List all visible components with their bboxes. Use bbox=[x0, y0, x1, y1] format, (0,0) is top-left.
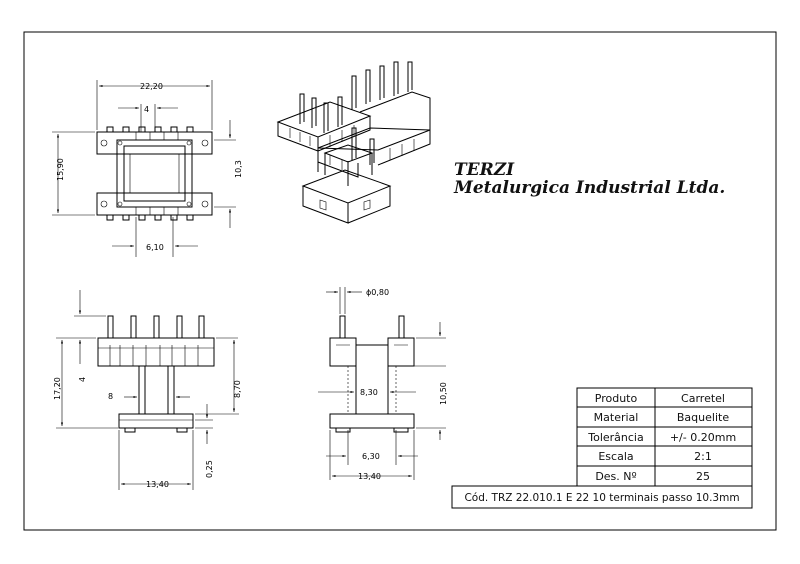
tb-label-material: Material bbox=[594, 411, 639, 424]
tb-value-escala: 2:1 bbox=[694, 450, 712, 463]
tb-value-produto: Carretel bbox=[681, 392, 725, 405]
tb-code: Cód. TRZ 22.010.1 E 22 10 terminais pass… bbox=[464, 492, 739, 504]
dim-top-inner-width: 6,10 bbox=[146, 243, 164, 252]
side-view bbox=[318, 287, 446, 480]
dim-side-height: 10,50 bbox=[439, 382, 448, 405]
title-block bbox=[451, 387, 753, 509]
dim-front-base: 13,40 bbox=[146, 480, 169, 489]
tb-label-tolerancia: Tolerância bbox=[587, 431, 643, 444]
dim-pin-diameter: ϕ0,80 bbox=[366, 288, 389, 297]
dim-front-pin-step: 4 bbox=[78, 377, 87, 382]
tb-label-desenho: Des. Nº bbox=[595, 470, 636, 483]
tb-value-material: Baquelite bbox=[677, 411, 729, 424]
dim-front-total-height: 17,20 bbox=[53, 377, 62, 400]
dim-top-pitch: 4 bbox=[144, 105, 149, 114]
drawing-border bbox=[23, 31, 777, 531]
dim-front-flange: 0,25 bbox=[205, 460, 214, 478]
tb-label-produto: Produto bbox=[595, 392, 638, 405]
company-name: TERZI bbox=[454, 160, 515, 180]
top-view bbox=[52, 80, 236, 257]
dim-top-height: 15,90 bbox=[56, 158, 65, 181]
tb-value-tolerancia: +/- 0.20mm bbox=[670, 431, 736, 444]
dim-front-core: 8 bbox=[108, 392, 113, 401]
tb-value-desenho: 25 bbox=[696, 470, 710, 483]
dim-front-height: 8,70 bbox=[233, 380, 242, 398]
dim-side-core: 8,30 bbox=[360, 388, 378, 397]
dim-top-inner-height: 10,3 bbox=[234, 160, 243, 178]
dim-top-width: 22,20 bbox=[140, 82, 163, 91]
company-subtitle: Metalurgica Industrial Ltda. bbox=[453, 178, 725, 198]
front-view bbox=[56, 290, 239, 490]
dim-side-base: 13,40 bbox=[358, 472, 381, 481]
dim-side-inner: 6,30 bbox=[362, 452, 380, 461]
isometric-view bbox=[276, 61, 431, 224]
tb-label-escala: Escala bbox=[598, 450, 633, 463]
